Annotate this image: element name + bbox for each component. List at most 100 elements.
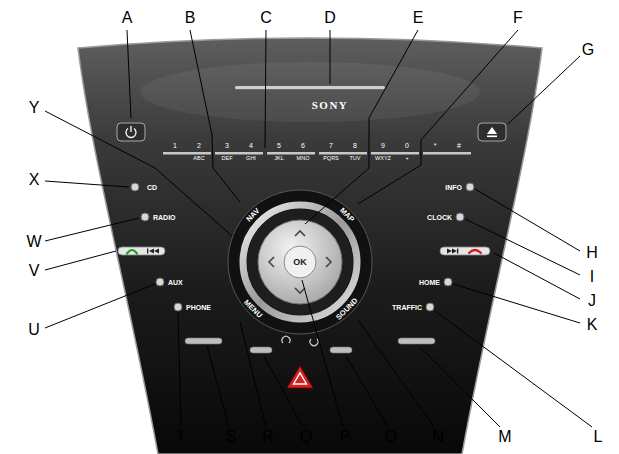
hazard-button <box>287 366 313 388</box>
leader-lines <box>305 30 418 224</box>
button-dots <box>141 213 149 221</box>
lower-buttons <box>185 336 435 353</box>
keypad-letters: GHI <box>246 156 256 162</box>
call-answer-button <box>118 247 165 255</box>
callout-letter: A <box>122 10 133 26</box>
button-dots <box>131 183 139 191</box>
control-dial <box>326 257 331 267</box>
keypad-number: # <box>457 142 461 149</box>
call-answer-button <box>147 249 148 254</box>
callout-letter: I <box>590 269 594 285</box>
callout-letter: Q <box>300 429 312 445</box>
keypad-letters: + <box>405 156 408 162</box>
callout-letter: R <box>262 429 274 445</box>
leader-lines <box>265 30 266 148</box>
call-end-button <box>440 247 490 255</box>
eject-button <box>478 123 506 141</box>
callout-letter: T <box>176 429 186 445</box>
button-label: INFO <box>445 184 462 191</box>
eject-button <box>487 127 497 134</box>
leader-lines <box>45 111 232 236</box>
call-answer-button <box>127 250 137 254</box>
keypad-letters: WXYZ <box>375 156 391 162</box>
keypad-number: 0 <box>405 142 409 149</box>
keypad-letters: ABC <box>193 156 204 162</box>
leader-lines <box>494 253 580 299</box>
keypad-number: 4 <box>249 142 253 149</box>
button-dots <box>156 278 164 286</box>
control-dial <box>258 220 342 304</box>
keypad-letters: JKL <box>274 156 283 162</box>
callout-letter: V <box>29 263 40 279</box>
disc-slot <box>235 86 385 89</box>
keypad-bars <box>371 152 419 155</box>
dial-label: MAP <box>338 206 355 223</box>
leader-lines <box>45 218 139 241</box>
callout-letter: W <box>26 234 41 250</box>
button-dots <box>426 303 434 311</box>
call-end-button <box>469 250 481 253</box>
keypad-letters: DEF <box>222 156 233 162</box>
control-dial <box>228 190 372 334</box>
keypad-bars <box>163 152 211 155</box>
keypad-letters: MNO <box>297 156 310 162</box>
callout-letter: X <box>29 172 40 188</box>
dial-label: NAV <box>245 207 261 223</box>
callout-letter: M <box>498 429 511 445</box>
callout-letter: K <box>587 317 598 333</box>
keypad-bars <box>215 152 263 155</box>
keypad-number: 5 <box>277 142 281 149</box>
disc-slot <box>235 86 385 90</box>
dial-label: MENU <box>243 299 264 320</box>
lower-buttons <box>310 339 318 346</box>
brand-logo: SONY <box>312 100 349 111</box>
leader-lines <box>240 322 266 427</box>
callout-letter: P <box>340 429 351 445</box>
power-button <box>130 126 131 132</box>
keypad-bars <box>423 152 471 155</box>
leader-lines <box>178 312 181 427</box>
lower-buttons <box>282 336 290 343</box>
callout-letter: D <box>324 10 336 26</box>
leader-lines <box>508 56 580 124</box>
button-label: TRAFFIC <box>392 304 422 311</box>
leader-lines <box>358 30 518 204</box>
dial-label: SOUND <box>335 297 359 321</box>
leader-lines <box>190 30 240 202</box>
lower-buttons <box>330 347 352 353</box>
button-label: HOME <box>419 279 440 286</box>
callout-letter: G <box>582 42 594 58</box>
button-dots <box>174 303 182 311</box>
leader-lines <box>330 30 331 84</box>
keypad-bars <box>163 152 471 155</box>
leader-lines <box>45 251 116 270</box>
callout-letter: N <box>432 429 444 445</box>
keypad-number: 8 <box>353 142 357 149</box>
callout-letter: C <box>260 10 272 26</box>
button-label: AUX <box>168 279 183 286</box>
control-dial <box>295 231 305 236</box>
call-end-button <box>447 249 452 254</box>
leader-lines <box>358 320 434 427</box>
leader-lines <box>207 346 229 427</box>
leader-lines <box>346 356 388 427</box>
callout-letter: Y <box>29 100 40 116</box>
lower-buttons <box>398 338 435 344</box>
callout-letter: L <box>594 429 603 445</box>
control-dial <box>247 209 353 315</box>
power-button <box>117 123 145 141</box>
call-end-button <box>457 249 458 254</box>
control-dial <box>228 190 372 334</box>
leader-lines <box>302 280 343 427</box>
disc-slot <box>235 89 385 90</box>
keypad-bars <box>267 152 315 155</box>
eject-button <box>478 123 506 141</box>
keypad-number: 9 <box>381 142 385 149</box>
control-dial <box>243 205 357 319</box>
leader-lines <box>453 284 580 323</box>
leader-lines <box>435 311 592 427</box>
panel-housing <box>78 38 542 454</box>
keypad-number: 1 <box>173 142 177 149</box>
callout-letter: B <box>185 10 196 26</box>
